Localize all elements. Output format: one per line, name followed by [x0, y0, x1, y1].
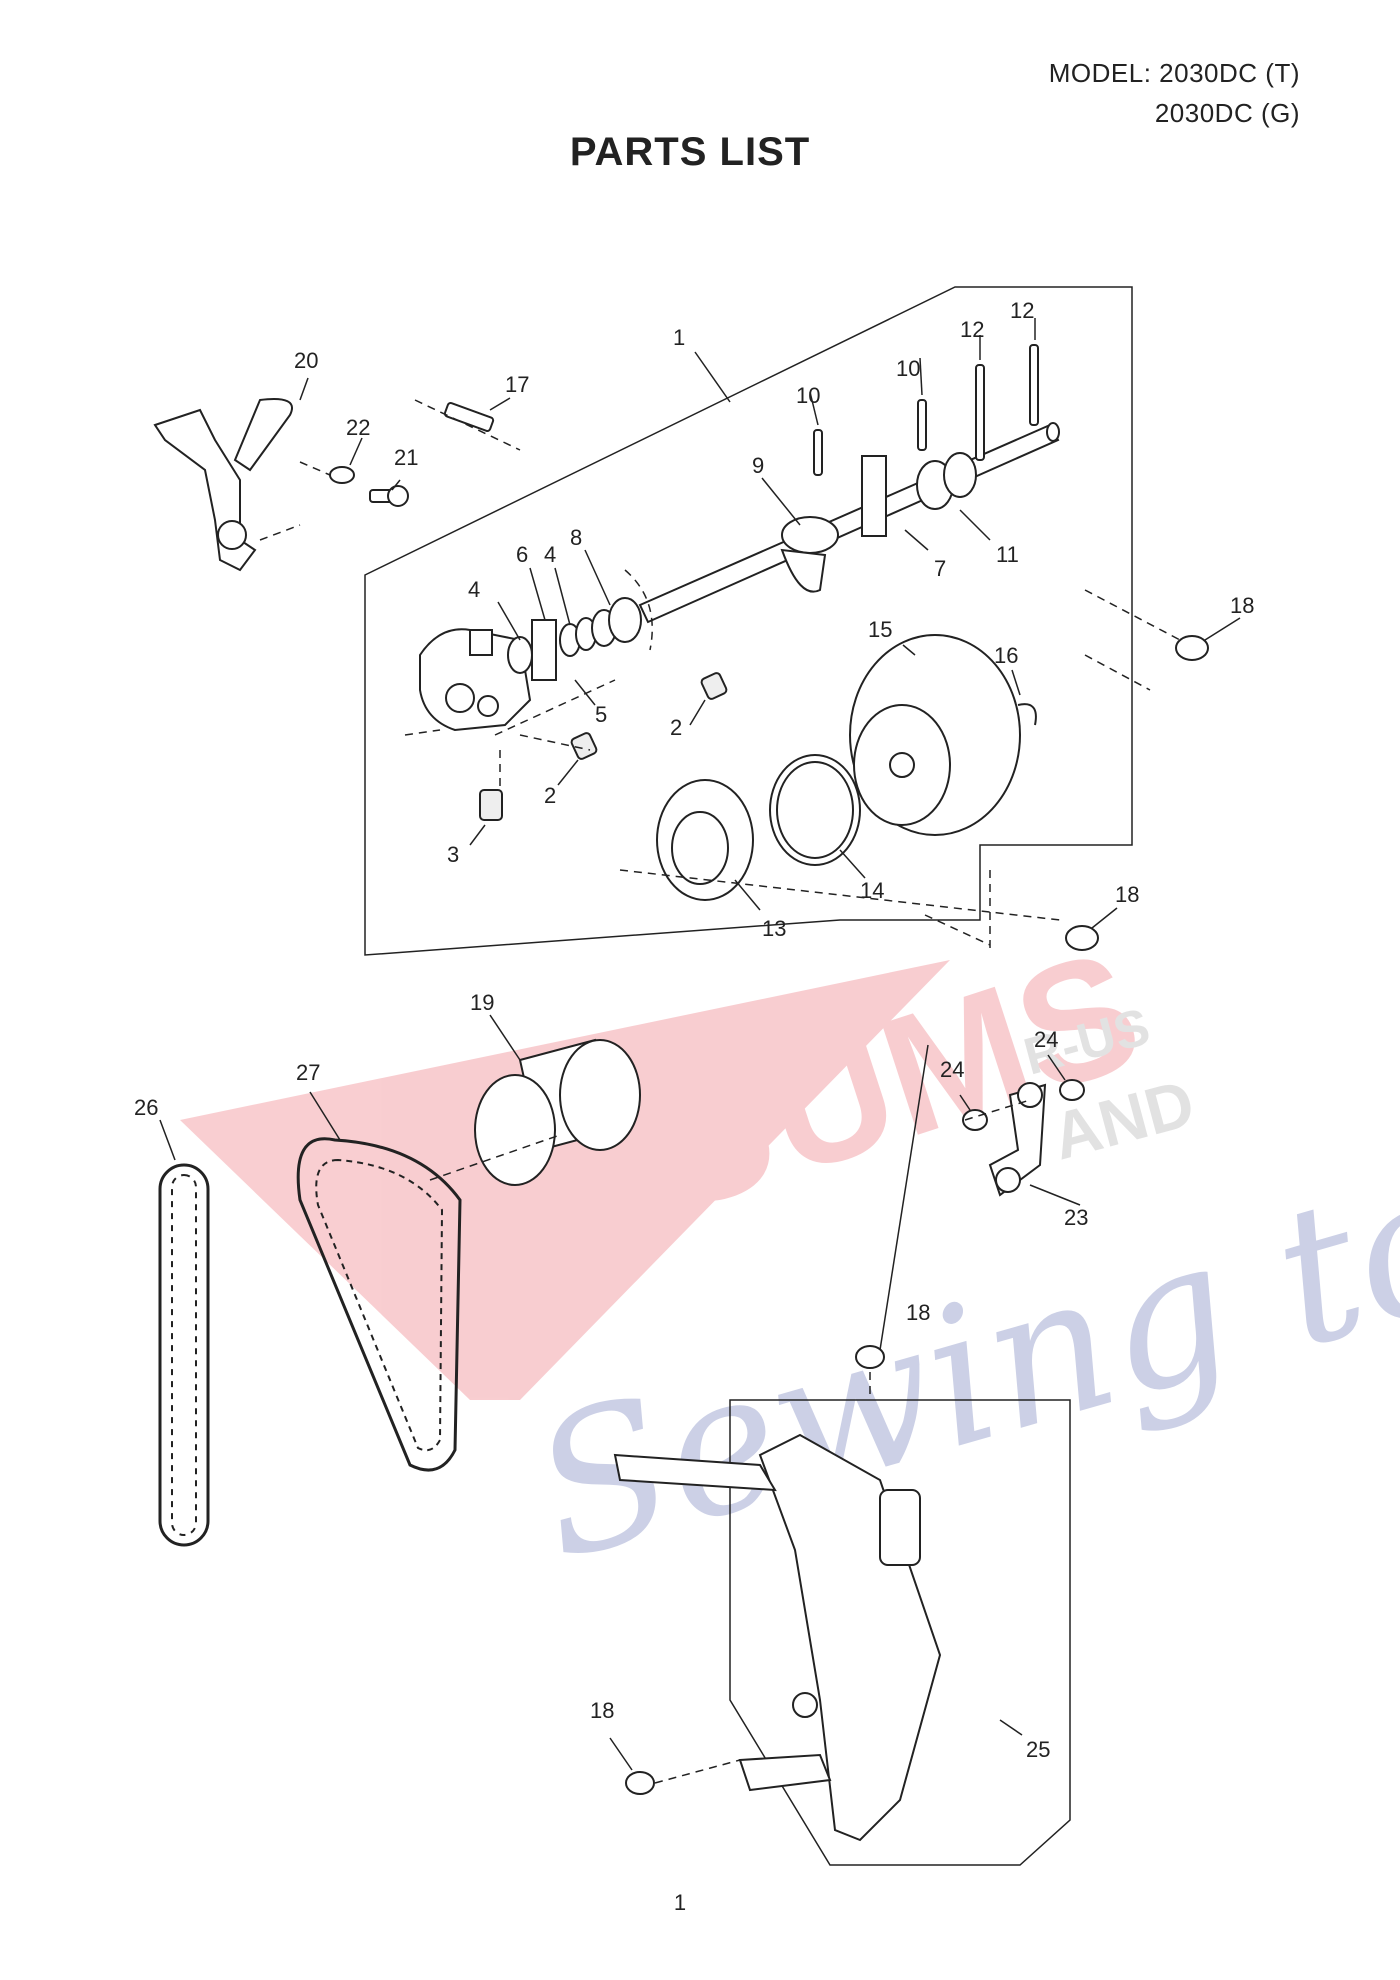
crank-bracket [419, 628, 532, 732]
callout-24: 24 [940, 1057, 964, 1082]
callout-2: 2 [544, 783, 556, 808]
assembly-frame [364, 286, 1133, 956]
callout-19: 19 [470, 990, 494, 1015]
callout-3: 3 [447, 842, 459, 867]
callout-5: 5 [595, 702, 607, 727]
callout-20: 20 [294, 348, 318, 373]
model-line-2: 2030DC (G) [1154, 98, 1300, 128]
callout-26: 26 [134, 1095, 158, 1120]
callout-22: 22 [346, 415, 370, 440]
callout-11: 11 [996, 542, 1019, 567]
page-number: 1 [673, 1890, 687, 1915]
callout-12: 12 [960, 317, 984, 342]
set-screws [479, 672, 728, 821]
main-shaft [638, 422, 1060, 624]
callout-10: 10 [796, 383, 820, 408]
callout-18: 18 [1115, 882, 1139, 907]
callout-17: 17 [505, 372, 529, 397]
knob-screws [625, 635, 1209, 1795]
callout-24: 24 [1034, 1027, 1058, 1052]
callout-6: 6 [516, 542, 528, 567]
model-line-1: MODEL: 2030DC (T) [1048, 58, 1300, 88]
callout-labels: 1 2 2 3 4 4 5 6 7 8 9 10 10 11 12 12 13 … [134, 298, 1254, 1762]
callout-2: 2 [670, 715, 682, 740]
callout-15: 15 [868, 617, 892, 642]
callout-13: 13 [762, 916, 786, 941]
callout-9: 9 [752, 453, 764, 478]
callout-23: 23 [1064, 1205, 1088, 1230]
dashed-axes [259, 399, 1181, 1784]
callout-10: 10 [896, 356, 920, 381]
callout-8: 8 [570, 525, 582, 550]
callout-18: 18 [590, 1698, 614, 1723]
shaft-collars [507, 452, 977, 681]
roller [474, 1038, 641, 1186]
callout-27: 27 [296, 1060, 320, 1085]
upper-lever [153, 398, 495, 572]
shaft-pins [813, 344, 1039, 476]
switch-assembly-frame [729, 1399, 1071, 1866]
pulley-assembly [656, 634, 1037, 901]
page-title: PARTS LIST [569, 130, 811, 174]
callout-25: 25 [1026, 1737, 1050, 1762]
switch-assembly [613, 1433, 942, 1842]
callout-4: 4 [544, 542, 556, 567]
belts [158, 1137, 462, 1547]
callout-18: 18 [906, 1300, 930, 1325]
callout-1: 1 [673, 325, 685, 350]
callout-4: 4 [468, 577, 480, 602]
callout-16: 16 [994, 643, 1018, 668]
callout-12: 12 [1010, 298, 1034, 323]
callout-18: 18 [1230, 593, 1254, 618]
leader-lines [159, 318, 1241, 1771]
callout-14: 14 [860, 878, 884, 903]
callout-21: 21 [394, 445, 418, 470]
watermark-v-shape [180, 960, 950, 1400]
callout-7: 7 [934, 556, 946, 581]
